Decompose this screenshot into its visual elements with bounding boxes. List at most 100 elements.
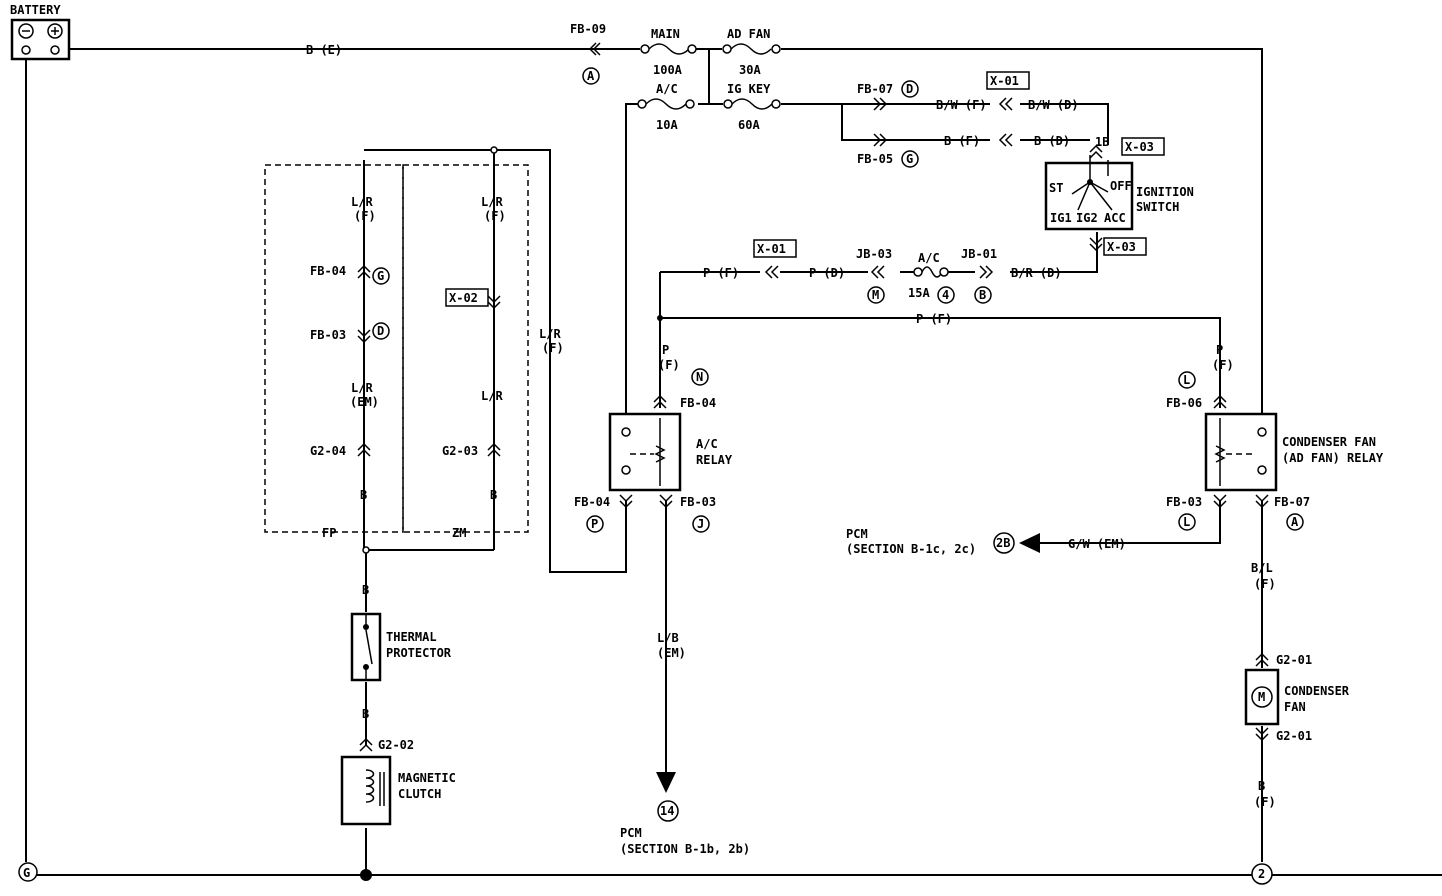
conn-g201-bot: G2-01 (1276, 729, 1312, 743)
wire-lb-2: (EM) (657, 646, 686, 660)
svg-text:D: D (906, 82, 913, 96)
svg-text:G: G (377, 269, 384, 283)
circle-m-jb03: M (867, 286, 885, 304)
conn-fb06: FB-06 (1166, 396, 1202, 410)
fuses (637, 43, 949, 278)
svg-text:N: N (696, 370, 703, 384)
thermal-label-2: PROTECTOR (386, 646, 452, 660)
circle-pcm-2b: 2B (993, 532, 1015, 554)
svg-text:G: G (906, 152, 913, 166)
wire-bl-1: B/L (1251, 561, 1273, 575)
harness-zm: ZM (452, 526, 466, 540)
switch-ig1: IG1 (1050, 211, 1072, 225)
condenser-fan-motor: M (1244, 668, 1280, 726)
ground-label: G (23, 866, 30, 880)
wire-b-clutch-top: B (362, 583, 369, 597)
circle-g-fb04: G (372, 267, 390, 285)
svg-text:P: P (591, 517, 598, 531)
magnetic-clutch (340, 755, 392, 826)
junction-b (362, 546, 370, 554)
circle-d-fb03: D (372, 322, 390, 340)
wire-p-f-2: P (F) (916, 312, 952, 326)
battery: BATTERY (10, 3, 71, 61)
wire-gw-em: G/W (EM) (1068, 537, 1126, 551)
wire-p-relay-2: (F) (658, 358, 680, 372)
conn-fb04-n: FB-04 (680, 396, 716, 410)
conn-jb01: JB-01 (961, 247, 997, 261)
svg-text:B: B (979, 288, 986, 302)
wires (25, 48, 1442, 876)
conn-g204: G2-04 (310, 444, 346, 458)
ground-symbol: G (18, 862, 38, 882)
wire-bw-f: B/W (F) (936, 98, 987, 112)
wire-lr-f-c1: L/R (539, 327, 561, 341)
wire-b-mid: B (490, 488, 497, 502)
box-x01-mid: X-01 (753, 239, 797, 258)
ignition-label-2: SWITCH (1136, 200, 1179, 214)
thermal-label-1: THERMAL (386, 630, 437, 644)
svg-text:X-01: X-01 (757, 242, 786, 256)
wire-p-fan-1: P (1216, 343, 1223, 357)
clutch-ground-node (360, 869, 372, 881)
conn-fb07-a: FB-07 (1274, 495, 1310, 509)
harness-fp: FP (322, 526, 336, 540)
ac-relay (608, 412, 682, 492)
wire-lb-1: L/B (657, 631, 679, 645)
harness-enclosures (264, 164, 529, 533)
condenser-fan-relay (1204, 412, 1278, 492)
wire-b-d: B (D) (1034, 134, 1070, 148)
pin-1b: 1B (1095, 135, 1109, 149)
fuse-adfan: AD FAN (727, 27, 770, 41)
svg-text:2: 2 (1258, 867, 1265, 881)
ac-relay-label-1: A/C (696, 437, 718, 451)
svg-text:X-03: X-03 (1125, 140, 1154, 154)
wire-bw-d: B/W (D) (1028, 98, 1079, 112)
fuse-igkey: IG KEY (727, 82, 771, 96)
svg-text:X-02: X-02 (449, 291, 478, 305)
circle-j-relay: J (692, 515, 710, 533)
pcm-a-label-1: PCM (846, 527, 868, 541)
fuse-igkey-rating: 60A (738, 118, 760, 132)
conn-g202: G2-02 (378, 738, 414, 752)
svg-text:14: 14 (660, 804, 674, 818)
circle-4: 4 (937, 286, 955, 304)
pcm-a-label-2: (SECTION B-1c, 2c) (846, 542, 976, 556)
pcm-arrow-2b (1019, 533, 1040, 553)
svg-text:A: A (1291, 515, 1299, 529)
ignition-label-1: IGNITION (1136, 185, 1194, 199)
cf-relay-label-2: (AD FAN) RELAY (1282, 451, 1384, 465)
clutch-label-1: MAGNETIC (398, 771, 456, 785)
svg-text:L: L (1183, 373, 1190, 387)
fan-label-2: FAN (1284, 700, 1306, 714)
svg-text:J: J (697, 517, 704, 531)
fuse-ac15: A/C (918, 251, 940, 265)
conn-fb03-j: FB-03 (680, 495, 716, 509)
conn-fb03-d: FB-03 (310, 328, 346, 342)
ac-relay-label-2: RELAY (696, 453, 733, 467)
fuse-ac-rating: 10A (656, 118, 678, 132)
svg-text:X-01: X-01 (990, 74, 1019, 88)
wire-b-f: B (F) (944, 134, 980, 148)
box-x02: X-02 (445, 288, 489, 307)
conn-fb04-g: FB-04 (310, 264, 346, 278)
motor-symbol: M (1258, 690, 1265, 704)
circle-d-fb07: D (901, 80, 919, 98)
wire-p-fan-2: (F) (1212, 358, 1234, 372)
box-x01-top: X-01 (986, 71, 1030, 90)
junction-p (657, 315, 663, 321)
wire-lr-f-b1: L/R (481, 195, 503, 209)
conn-g201-top: G2-01 (1276, 653, 1312, 667)
conn-fb05: FB-05 (857, 152, 893, 166)
switch-ig2: IG2 (1076, 211, 1098, 225)
conn-fb07: FB-07 (857, 82, 893, 96)
circle-l-fan-top: L (1178, 371, 1196, 389)
circle-p-relay: P (586, 515, 604, 533)
fuse-main-rating: 100A (653, 63, 683, 77)
svg-text:X-03: X-03 (1107, 240, 1136, 254)
switch-st: ST (1049, 181, 1063, 195)
wire-lr-em-1: L/R (351, 381, 373, 395)
circle-n-relay: N (691, 368, 709, 386)
switch-off: OFF (1110, 179, 1132, 193)
wire-lr-f-c2: (F) (542, 341, 564, 355)
